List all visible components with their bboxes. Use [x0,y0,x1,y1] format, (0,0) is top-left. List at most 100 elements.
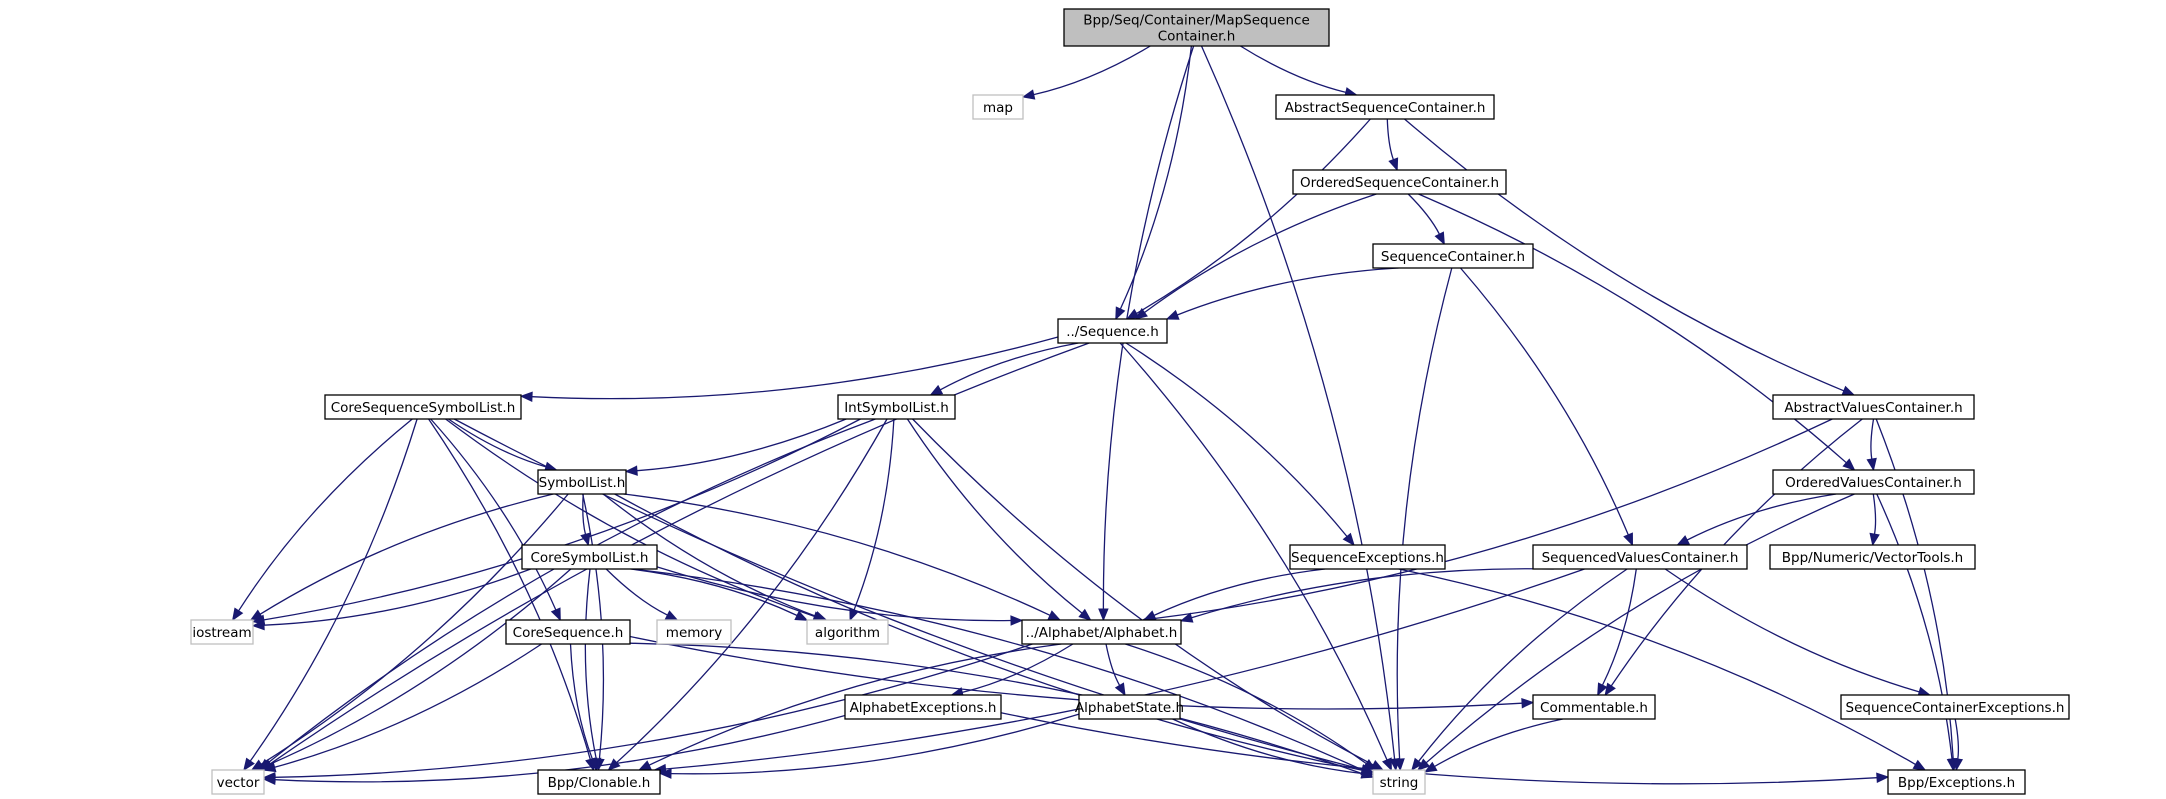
node-label: Commentable.h [1540,700,1648,716]
edge-cssl-to-vector [243,418,418,772]
node-box [1372,243,1534,269]
node-box [806,619,889,645]
edge-line [1125,342,1348,537]
node-label: Container.h [1158,29,1236,45]
node-box [1063,8,1330,47]
edge-root-to-map [1021,45,1151,100]
edge-cssl-to-iostream [231,418,413,622]
node-svc[interactable]: SequencedValuesContainer.h [1532,544,1748,570]
node-astate[interactable]: AlphabetState.h [1075,694,1184,720]
node-avc[interactable]: AbstractValuesContainer.h [1772,394,1975,420]
edge-svc-to-clon [653,568,1585,775]
edge-root-to-string [1200,45,1400,772]
node-comm[interactable]: Commentable.h [1532,694,1656,720]
node-label: SymbolList.h [539,475,626,491]
node-sl[interactable]: SymbolList.h [537,469,627,495]
node-csl[interactable]: CoreSymbolList.h [521,544,658,570]
arrowhead-icon [1165,309,1180,320]
edge-line [448,418,547,468]
node-label: CoreSymbolList.h [531,550,649,566]
edge-line [1000,712,1878,785]
arrowhead-icon [1869,532,1880,547]
arrowhead-icon [1623,532,1634,547]
node-seq[interactable]: ../Sequence.h [1057,318,1168,344]
node-box [505,619,631,645]
edge-csl-to-alpha [656,566,1024,626]
node-box [190,619,254,645]
nodes-layer: Bpp/Seq/Container/MapSequenceContainer.h… [190,8,2070,795]
node-label: CoreSequence.h [513,625,624,641]
arrowhead-icon [1952,757,1964,772]
edge-csl-to-clon [584,568,602,772]
edge-ovc-to-svc [1676,493,1837,546]
node-box [211,769,265,795]
edge-osc-to-ovc [1418,193,1856,471]
edge-sl-to-alpha [623,493,1062,621]
node-alpha[interactable]: ../Alphabet/Alphabet.h [1021,619,1182,645]
node-box [521,544,658,570]
edge-sc-to-string [1394,267,1453,772]
arrowhead-icon [262,762,277,773]
edge-line [1686,493,1837,541]
node-ovc[interactable]: OrderedValuesContainer.h [1772,469,1975,495]
node-sexc[interactable]: SequenceExceptions.h [1289,544,1446,570]
node-box [1289,544,1446,570]
node-osc[interactable]: OrderedSequenceContainer.h [1292,169,1507,195]
edge-svc-to-string [1411,568,1628,772]
node-cssl[interactable]: CoreSequenceSymbolList.h [324,394,522,420]
edge-line [632,568,1364,771]
edge-csl-to-vector [255,568,572,771]
arrowhead-icon [251,619,265,631]
node-isl[interactable]: IntSymbolList.h [837,394,956,420]
arrowhead-icon [1098,608,1109,622]
edge-line [602,493,817,617]
edge-osc-to-sc [1407,193,1445,246]
node-cs[interactable]: CoreSequence.h [505,619,631,645]
arrowhead-icon [638,760,652,771]
node-scexc[interactable]: SequenceContainerExceptions.h [1840,694,2070,720]
edge-sexc-to-alpha [1142,568,1325,621]
node-aexc[interactable]: AlphabetExceptions.h [844,694,1002,720]
node-vt[interactable]: Bpp/Numeric/VectorTools.h [1769,544,1976,570]
arrowhead-icon [1604,682,1616,697]
edge-sc-to-svc [1460,267,1634,547]
node-label: OrderedSequenceContainer.h [1300,175,1499,191]
edge-sexc-to-exc [1398,568,1927,771]
arrowhead-icon [1434,231,1445,246]
node-label: Bpp/Exceptions.h [1898,775,2015,791]
arrowhead-icon [1078,608,1092,621]
edge-line [1119,342,1388,761]
edge-csl-to-string [632,568,1375,776]
edge-line [263,418,861,621]
node-clon[interactable]: Bpp/Clonable.h [537,769,661,795]
edge-line [1434,718,1563,768]
node-box [972,94,1024,120]
arrowhead-icon [580,532,591,547]
node-exc[interactable]: Bpp/Exceptions.h [1887,769,2026,795]
node-label: IntSymbolList.h [844,400,949,416]
node-label: SequenceContainer.h [1381,249,1525,265]
arrowhead-icon [664,610,679,621]
node-sc[interactable]: SequenceContainer.h [1372,243,1534,269]
node-label: Bpp/Seq/Container/MapSequence [1083,13,1310,29]
edge-line [1176,267,1399,316]
edge-ovc-to-exc [1876,493,1958,772]
node-asc[interactable]: AbstractSequenceContainer.h [1275,94,1495,120]
edge-line [670,713,1080,775]
arrowhead-icon [1841,385,1856,396]
edge-line [274,643,542,768]
arrowhead-icon [1842,458,1856,471]
edge-isl-to-sl [624,418,847,476]
edge-line [1870,418,1875,460]
edge-line [1407,193,1440,235]
edge-cs-to-vector [262,643,542,773]
arrowhead-icon [1047,610,1062,621]
arrowhead-icon [1134,307,1148,320]
edge-line [430,418,557,611]
node-label: algorithm [815,625,880,641]
edge-seq-to-string [1119,342,1392,772]
edge-astate-to-string [1172,718,1375,779]
edge-line [1153,568,1325,616]
